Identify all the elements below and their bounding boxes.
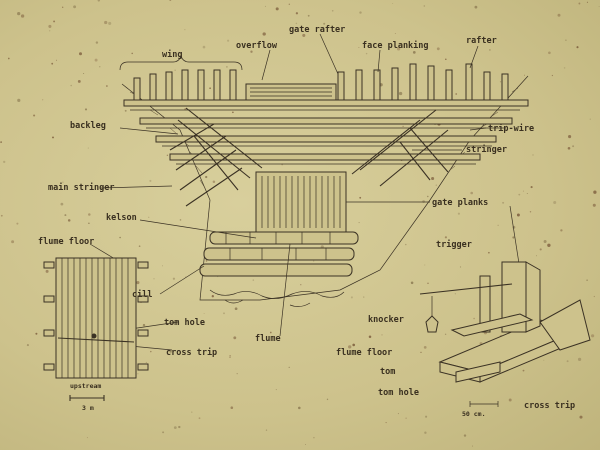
label-flume: flume — [255, 334, 281, 344]
tom-block — [455, 361, 501, 383]
upright-post — [479, 275, 491, 333]
label-tom-hole-left: tom hole — [164, 318, 205, 328]
crest-rafters — [133, 63, 509, 107]
gate-frame — [255, 171, 347, 233]
label-rafter: rafter — [466, 36, 497, 46]
label-cill: cill — [132, 289, 152, 300]
trigger-arm — [419, 283, 513, 295]
label-gate-planks: gate planks — [432, 198, 488, 208]
cross-trip-line — [57, 337, 135, 343]
label-trip-wire: trip-wire — [488, 123, 534, 134]
label-upstream: upstream — [70, 382, 101, 390]
cross-trip-bar — [450, 313, 534, 337]
label-main-stringer: main stringer — [48, 182, 115, 193]
flume-floor-log — [203, 247, 355, 261]
plan-planks — [61, 258, 129, 378]
knocker-weight — [425, 315, 439, 333]
label-scale-right: 50 cm. — [462, 410, 485, 418]
dam-structure — [121, 63, 529, 307]
label-gate-rafter: gate rafter — [289, 25, 345, 35]
label-cross-trip-left: cross trip — [166, 347, 217, 358]
tom-hole-marker — [91, 333, 97, 339]
overflow-planks — [250, 87, 332, 101]
label-flume-floor-left: flume floor — [38, 237, 94, 247]
cill-log — [199, 263, 353, 277]
plan-frame — [55, 257, 137, 379]
label-tom-hole-right: tom hole — [378, 388, 419, 398]
trigger-mechanism — [419, 261, 591, 407]
plan-view-left — [43, 257, 149, 401]
label-scale-left: 3 m — [82, 404, 94, 412]
gate-planks-drawn — [261, 176, 341, 228]
label-stringer: stringer — [466, 144, 507, 155]
kelson-log — [209, 231, 359, 245]
label-tom: tom — [380, 367, 395, 377]
label-trigger: trigger — [436, 239, 472, 250]
rubble — [209, 289, 345, 307]
label-flume-floor-right: flume floor — [336, 348, 392, 358]
label-knocker: knocker — [368, 315, 404, 325]
scale-bar-left — [69, 395, 105, 401]
label-cross-trip-right: cross trip — [524, 400, 575, 411]
label-kelson: kelson — [106, 213, 137, 223]
label-wing: wing — [162, 49, 182, 60]
log-joints — [225, 232, 331, 260]
label-face-planking: face planking — [362, 40, 429, 51]
leader-lines — [89, 33, 521, 351]
scale-bar-right — [469, 401, 499, 407]
label-backleg: backleg — [70, 121, 106, 131]
label-overflow: overflow — [236, 41, 278, 51]
face-planking — [123, 99, 529, 165]
